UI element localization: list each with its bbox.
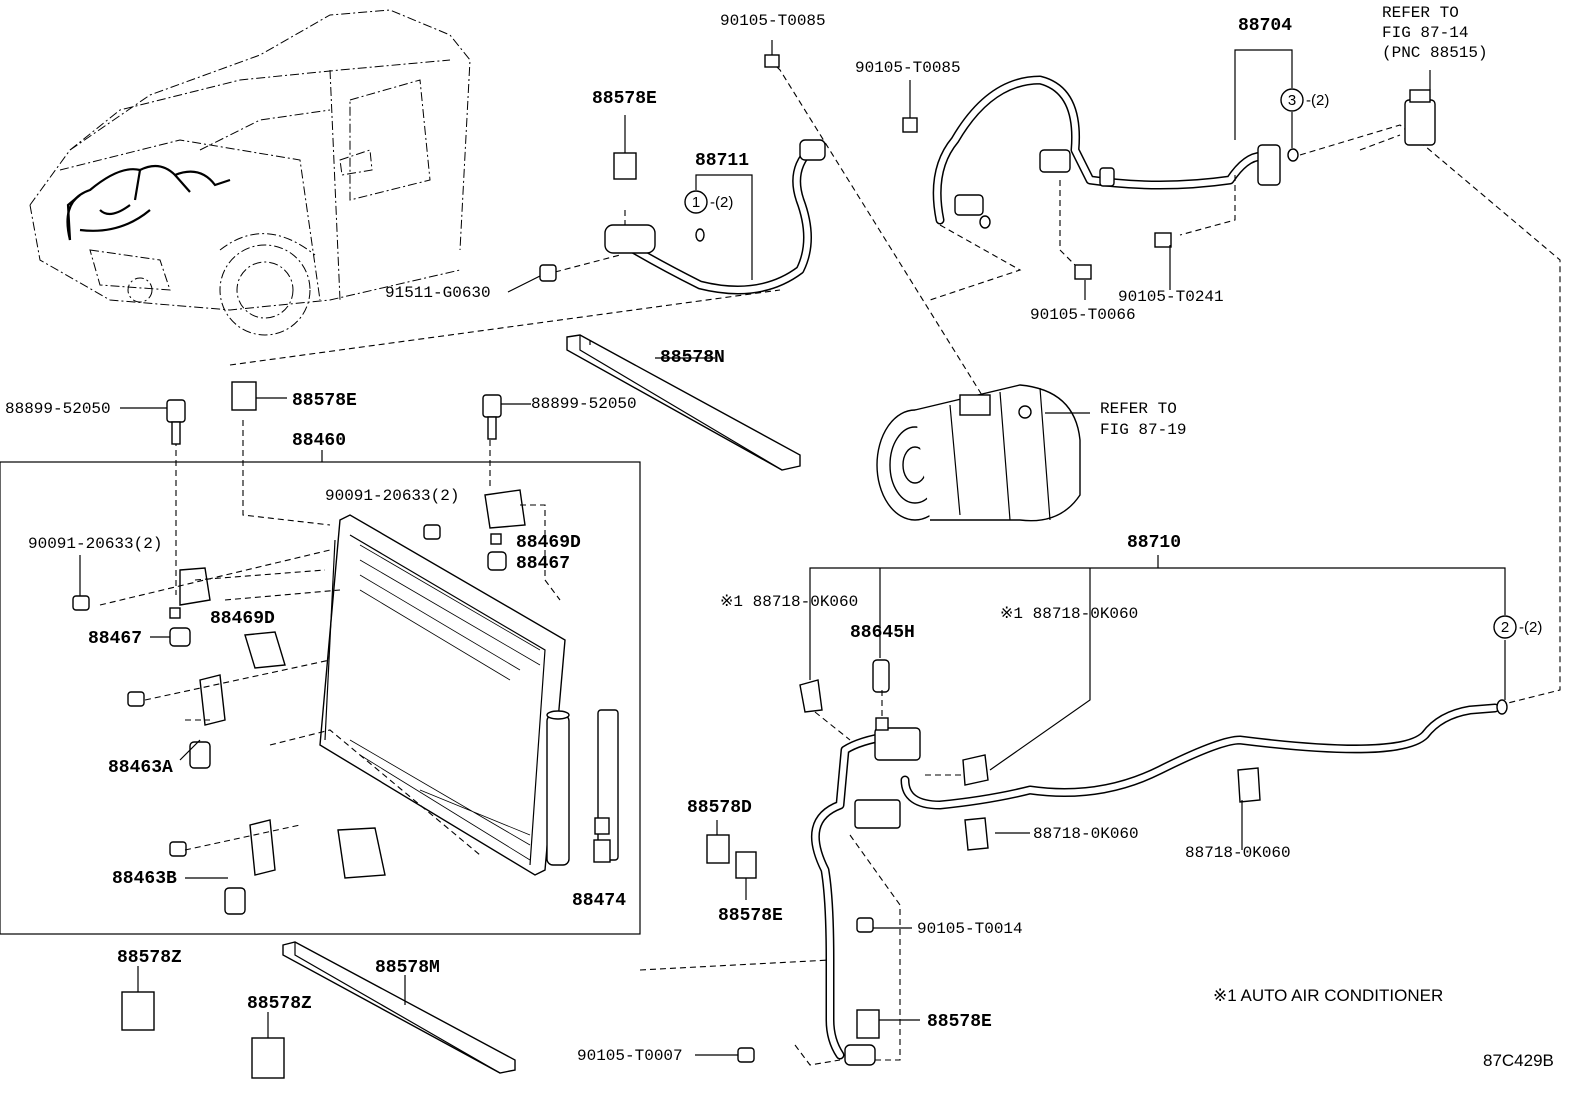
label-88578E-low: 88578E xyxy=(718,906,783,926)
svg-text:-(2): -(2) xyxy=(1306,92,1329,109)
part-labels: 90105-T0085 88578E 88711 91511-G0630 901… xyxy=(5,4,1554,1070)
bar-88578N xyxy=(566,334,801,471)
label-88463B: 88463B xyxy=(112,869,177,889)
svg-text:3: 3 xyxy=(1288,92,1296,109)
condenser-assembly-box xyxy=(0,461,641,935)
label-91511-G0630: 91511-G0630 xyxy=(385,284,491,302)
expansion-valve-illustration xyxy=(1404,70,1436,146)
callout-3: 3 -(2) xyxy=(1280,88,1329,112)
figure-code: 87C429B xyxy=(1483,1051,1554,1070)
label-90105-T0085-a: 90105-T0085 xyxy=(720,12,826,30)
label-90091-20633-b: 90091-20633(2) xyxy=(325,487,459,505)
label-88474: 88474 xyxy=(572,891,626,911)
label-88467-a: 88467 xyxy=(88,629,142,649)
pipe-88710-illustration xyxy=(799,659,1508,1066)
bolt-90105-T0085-b xyxy=(902,80,918,133)
condenser-mounts xyxy=(72,489,526,915)
pad-88578E-bot xyxy=(856,1009,920,1039)
label-90105-T0007: 90105-T0007 xyxy=(577,1047,683,1065)
label-88899-52050-b: 88899-52050 xyxy=(531,395,637,413)
svg-text:2: 2 xyxy=(1501,619,1509,636)
pad-88578E-low xyxy=(735,851,757,900)
bolt-88899-52050-a xyxy=(166,399,186,445)
pad-88578E-mid xyxy=(231,381,257,411)
label-88899-52050-a: 88899-52050 xyxy=(5,400,111,418)
svg-text:-(2): -(2) xyxy=(1519,619,1542,636)
ref-expansion-line3: (PNC 88515) xyxy=(1382,44,1488,62)
label-88460: 88460 xyxy=(292,431,346,451)
ref-expansion-line1: REFER TO xyxy=(1382,4,1459,22)
label-88710: 88710 xyxy=(1127,533,1181,553)
pad-88578D xyxy=(706,820,730,864)
vehicle-illustration xyxy=(29,9,471,336)
bolt-90105-T0241 xyxy=(1154,232,1172,290)
footnote-auto-ac: ※1 AUTO AIR CONDITIONER xyxy=(1213,986,1443,1005)
label-88711: 88711 xyxy=(695,151,749,171)
label-88704: 88704 xyxy=(1238,16,1292,36)
label-90105-T0241: 90105-T0241 xyxy=(1118,288,1224,306)
bolt-91511-G0630 xyxy=(507,264,557,293)
label-88578M: 88578M xyxy=(375,958,440,978)
label-88578E-mid: 88578E xyxy=(292,391,357,411)
hose-88711-illustration xyxy=(604,139,826,295)
pad-88578Z-a xyxy=(121,966,155,1031)
bolt-90105-T0066 xyxy=(1074,264,1092,300)
bolt-90105-T0085-a xyxy=(764,40,780,68)
label-88578E-bot: 88578E xyxy=(927,1012,992,1032)
bolt-90105-T0014 xyxy=(856,917,912,933)
label-88467-b: 88467 xyxy=(516,554,570,574)
label-88469D-b: 88469D xyxy=(516,533,581,553)
pad-88578Z-b xyxy=(251,1012,285,1079)
label-88578N: 88578N xyxy=(660,348,725,368)
label-88578D: 88578D xyxy=(687,798,752,818)
label-88463A: 88463A xyxy=(108,758,173,778)
label-88718-0K060-d: 88718-0K060 xyxy=(1185,844,1291,862)
condenser-fins xyxy=(349,544,541,861)
callout-1: 1 -(2) xyxy=(684,174,753,280)
bolt-90105-T0007 xyxy=(695,1047,755,1063)
label-88718-0K060-b: ※1 88718-0K060 xyxy=(1000,605,1138,623)
label-90105-T0014: 90105-T0014 xyxy=(917,920,1023,938)
label-88578Z-a: 88578Z xyxy=(117,948,182,968)
label-90105-T0066: 90105-T0066 xyxy=(1030,306,1136,324)
label-88469D-a: 88469D xyxy=(210,609,275,629)
condenser-illustration xyxy=(319,514,619,876)
ref-compressor-line1: REFER TO xyxy=(1100,400,1177,418)
label-88718-0K060-a: ※1 88718-0K060 xyxy=(720,593,858,611)
bar-88578M xyxy=(282,941,516,1074)
label-88718-0K060-c: 88718-0K060 xyxy=(1033,825,1139,843)
label-90105-T0085-b: 90105-T0085 xyxy=(855,59,961,77)
compressor-illustration xyxy=(876,384,1090,522)
pad-88578E-top xyxy=(613,115,637,180)
label-88578Z-b: 88578Z xyxy=(247,994,312,1014)
ref-expansion-line2: FIG 87-14 xyxy=(1382,24,1468,42)
ref-compressor-line2: FIG 87-19 xyxy=(1100,421,1186,439)
label-88578E-top: 88578E xyxy=(592,89,657,109)
svg-text:-(2): -(2) xyxy=(710,194,733,211)
callout-2: 2 -(2) xyxy=(1493,615,1542,639)
label-88645H: 88645H xyxy=(850,623,915,643)
label-90091-20633-a: 90091-20633(2) xyxy=(28,535,162,553)
bolt-88899-52050-b xyxy=(482,394,502,440)
svg-text:1: 1 xyxy=(692,194,700,211)
hose-88704-illustration xyxy=(932,75,1299,229)
